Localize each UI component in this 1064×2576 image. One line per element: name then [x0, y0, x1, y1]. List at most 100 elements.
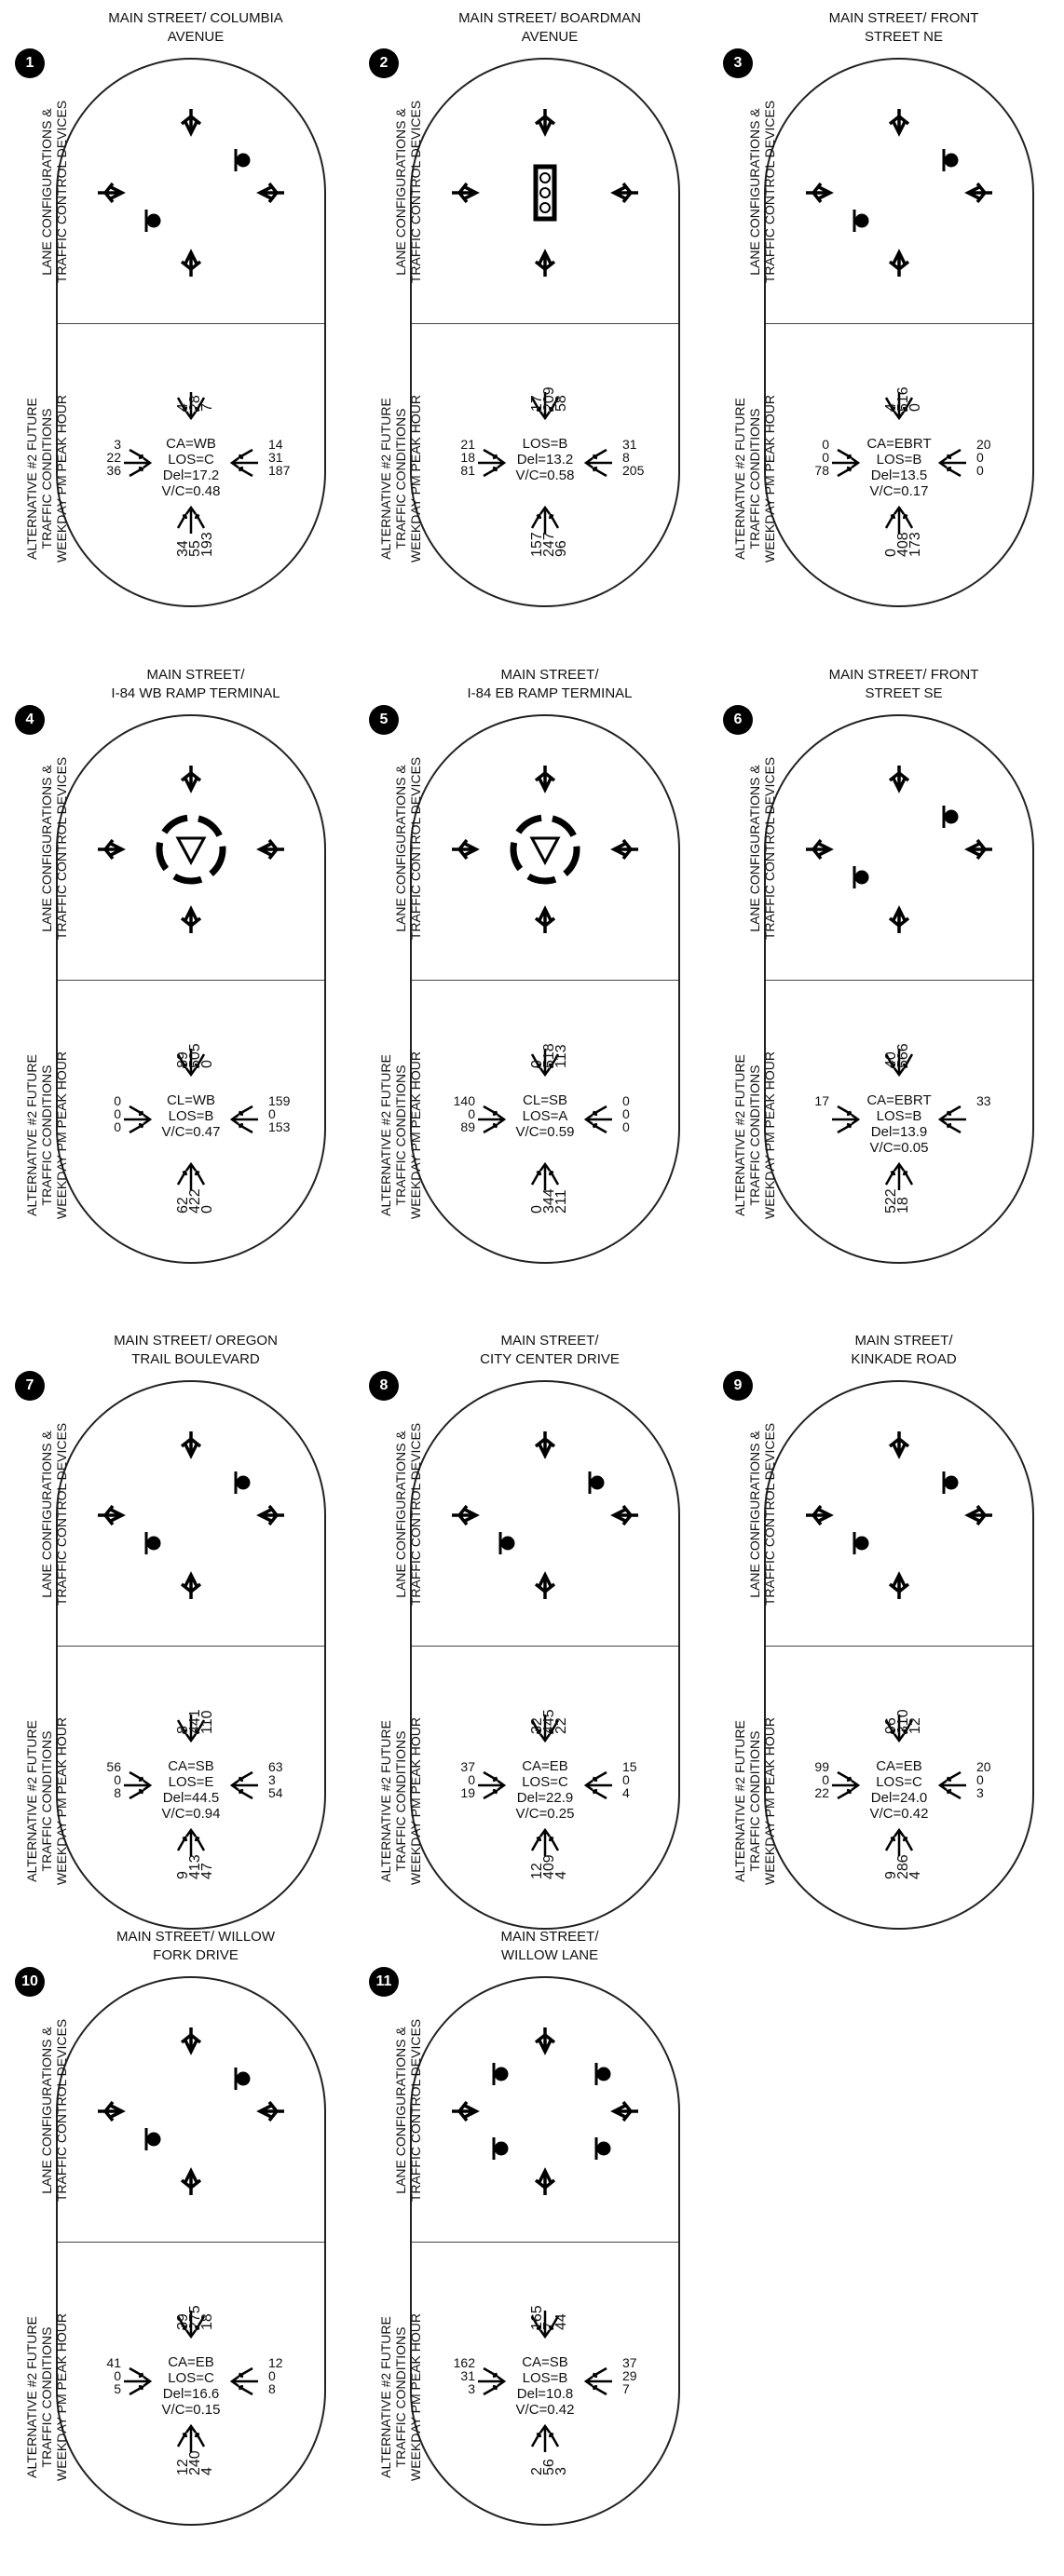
conditions-label-line: TRAFFIC CONDITIONS	[393, 2276, 408, 2518]
volume-value: 3	[447, 2382, 475, 2395]
lane-config-label-line: TRAFFIC CONTROL DEVICES	[54, 1393, 69, 1635]
lane-config-label: LANE CONFIGURATIONS &TRAFFIC CONTROL DEV…	[393, 1989, 423, 2231]
title-line: MAIN STREET/ OREGON	[56, 1332, 335, 1350]
volume-value: 12	[907, 1717, 924, 1734]
operations-metric: Del=24.0	[853, 1790, 946, 1806]
volume-value: 173	[907, 532, 924, 557]
lane-config-label-line: LANE CONFIGURATIONS &	[39, 1393, 54, 1635]
volume-value: 113	[553, 1044, 570, 1068]
conditions-label-line: ALTERNATIVE #2 FUTURE	[24, 358, 39, 600]
southbound-leg-volumes: 941347	[175, 1842, 207, 1881]
volume-value: 0	[93, 1094, 121, 1107]
operations-metric: CA=WB	[144, 436, 238, 452]
volume-value: 0	[199, 1060, 216, 1068]
title-line: TRAIL BOULEVARD	[56, 1350, 335, 1369]
approach-arrow-icon	[614, 183, 638, 202]
volume-value: 211	[553, 1189, 570, 1213]
intersection-panel: MAIN STREET/WILLOW LANE11LANE CONFIGURAT…	[354, 1918, 708, 2570]
volume-value: 159	[268, 1094, 300, 1107]
operations-metric: LOS=E	[144, 1774, 238, 1790]
conditions-label-line: ALTERNATIVE #2 FUTURE	[24, 1014, 39, 1256]
operations-metric: LOS=C	[853, 1774, 946, 1790]
operations-metric: LOS=B	[853, 1108, 946, 1124]
volume-value: 0	[93, 2369, 121, 2382]
lane-configuration-graphic	[764, 714, 1034, 980]
conditions-label: ALTERNATIVE #2 FUTURETRAFFIC CONDITIONSW…	[24, 1014, 69, 1256]
operations-metric: LOS=A	[498, 1108, 592, 1124]
conditions-label-line: TRAFFIC CONDITIONS	[747, 1680, 762, 1922]
volume-value: 14	[268, 438, 300, 451]
volume-value: 15	[622, 1760, 654, 1773]
conditions-label-line: WEEKDAY PM PEAK HOUR	[408, 1680, 423, 1922]
westbound-leg-volumes: 32236	[93, 438, 121, 477]
conditions-label-line: WEEKDAY PM PEAK HOUR	[54, 1014, 69, 1256]
approach-arrow-icon	[182, 909, 200, 933]
roundabout-ring	[159, 818, 223, 881]
stop-sign-icon	[944, 149, 958, 171]
volume-value: 31	[268, 451, 300, 464]
title-line: MAIN STREET/ BOARDMAN	[410, 9, 689, 28]
eastbound-leg-volumes: 000	[622, 1094, 654, 1133]
conditions-label-line: WEEKDAY PM PEAK HOUR	[762, 358, 777, 600]
volume-value: 33	[976, 1094, 1008, 1107]
southbound-leg-volumes: 0344211	[529, 1176, 561, 1215]
operations-metric: CA=EBRT	[853, 436, 946, 452]
conditions-label: ALTERNATIVE #2 FUTURETRAFFIC CONDITIONSW…	[24, 1680, 69, 1922]
northbound-leg-volumes: 4287	[175, 374, 207, 414]
westbound-leg-volumes: 4105	[93, 2356, 121, 2395]
southbound-leg-volumes: 122404	[175, 2438, 207, 2477]
approach-arrow-icon	[182, 109, 200, 133]
operations-metric: Del=13.5	[853, 468, 946, 483]
conditions-label: ALTERNATIVE #2 FUTURETRAFFIC CONDITIONSW…	[732, 358, 777, 600]
approach-arrow-icon	[98, 1506, 122, 1525]
volume-value: 31	[447, 2369, 475, 2382]
lane-config-label-line: LANE CONFIGURATIONS &	[747, 727, 762, 969]
lane-configuration-graphic	[410, 714, 680, 980]
approach-arrow-icon	[806, 183, 830, 202]
volume-value: 96	[553, 540, 570, 557]
conditions-label: ALTERNATIVE #2 FUTURETRAFFIC CONDITIONSW…	[378, 1680, 423, 1922]
operations-metric: V/C=0.42	[853, 1806, 946, 1822]
approach-arrow-icon	[806, 840, 830, 859]
volume-value: 4	[907, 1871, 924, 1879]
volume-value: 78	[801, 464, 829, 477]
conditions-label-line: ALTERNATIVE #2 FUTURE	[732, 1680, 747, 1922]
lane-configuration-graphic	[56, 58, 326, 323]
operations-metric: LOS=C	[498, 1774, 592, 1790]
approach-arrow-icon	[98, 840, 122, 859]
title-line: KINKADE ROAD	[764, 1350, 1044, 1369]
approach-arrow-icon	[452, 2102, 476, 2121]
lane-config-label: LANE CONFIGURATIONS &TRAFFIC CONTROL DEV…	[39, 1989, 69, 2231]
volume-value: 58	[553, 395, 570, 412]
approach-arrow-icon	[968, 840, 992, 859]
lane-config-label-line: LANE CONFIGURATIONS &	[393, 71, 408, 313]
lane-configuration-graphic	[764, 1380, 1034, 1646]
conditions-label-line: WEEKDAY PM PEAK HOUR	[54, 1680, 69, 1922]
lane-config-label-line: TRAFFIC CONTROL DEVICES	[54, 1989, 69, 2231]
volume-value: 18	[199, 2313, 216, 2330]
volume-value: 31	[622, 438, 654, 451]
intersection-title: MAIN STREET/ WILLOWFORK DRIVE	[56, 1928, 335, 1965]
lane-config-label-line: LANE CONFIGURATIONS &	[747, 1393, 762, 1635]
approach-arrow-icon	[890, 766, 908, 790]
volume-value: 18	[447, 451, 475, 464]
approach-arrow-icon	[182, 1431, 200, 1456]
title-line: MAIN STREET/	[410, 666, 689, 685]
operations-metric: LOS=B	[498, 2370, 592, 2386]
conditions-label-line: TRAFFIC CONDITIONS	[747, 358, 762, 600]
volume-value: 0	[447, 1773, 475, 1786]
lane-config-label: LANE CONFIGURATIONS &TRAFFIC CONTROL DEV…	[393, 71, 423, 313]
operations-summary: CA=SBLOS=BDel=10.8V/C=0.42	[498, 2354, 592, 2418]
lane-config-label-line: TRAFFIC CONTROL DEVICES	[54, 727, 69, 969]
stop-sign-icon	[944, 806, 958, 828]
westbound-leg-volumes: 37019	[447, 1760, 475, 1799]
lane-config-label-line: TRAFFIC CONTROL DEVICES	[762, 1393, 777, 1635]
title-line: FORK DRIVE	[56, 1946, 335, 1965]
conditions-label: ALTERNATIVE #2 FUTURETRAFFIC CONDITIONSW…	[24, 358, 69, 600]
operations-metric: Del=22.9	[498, 1790, 592, 1806]
approach-arrow-icon	[452, 1506, 476, 1525]
lane-config-label: LANE CONFIGURATIONS &TRAFFIC CONTROL DEV…	[747, 1393, 777, 1635]
